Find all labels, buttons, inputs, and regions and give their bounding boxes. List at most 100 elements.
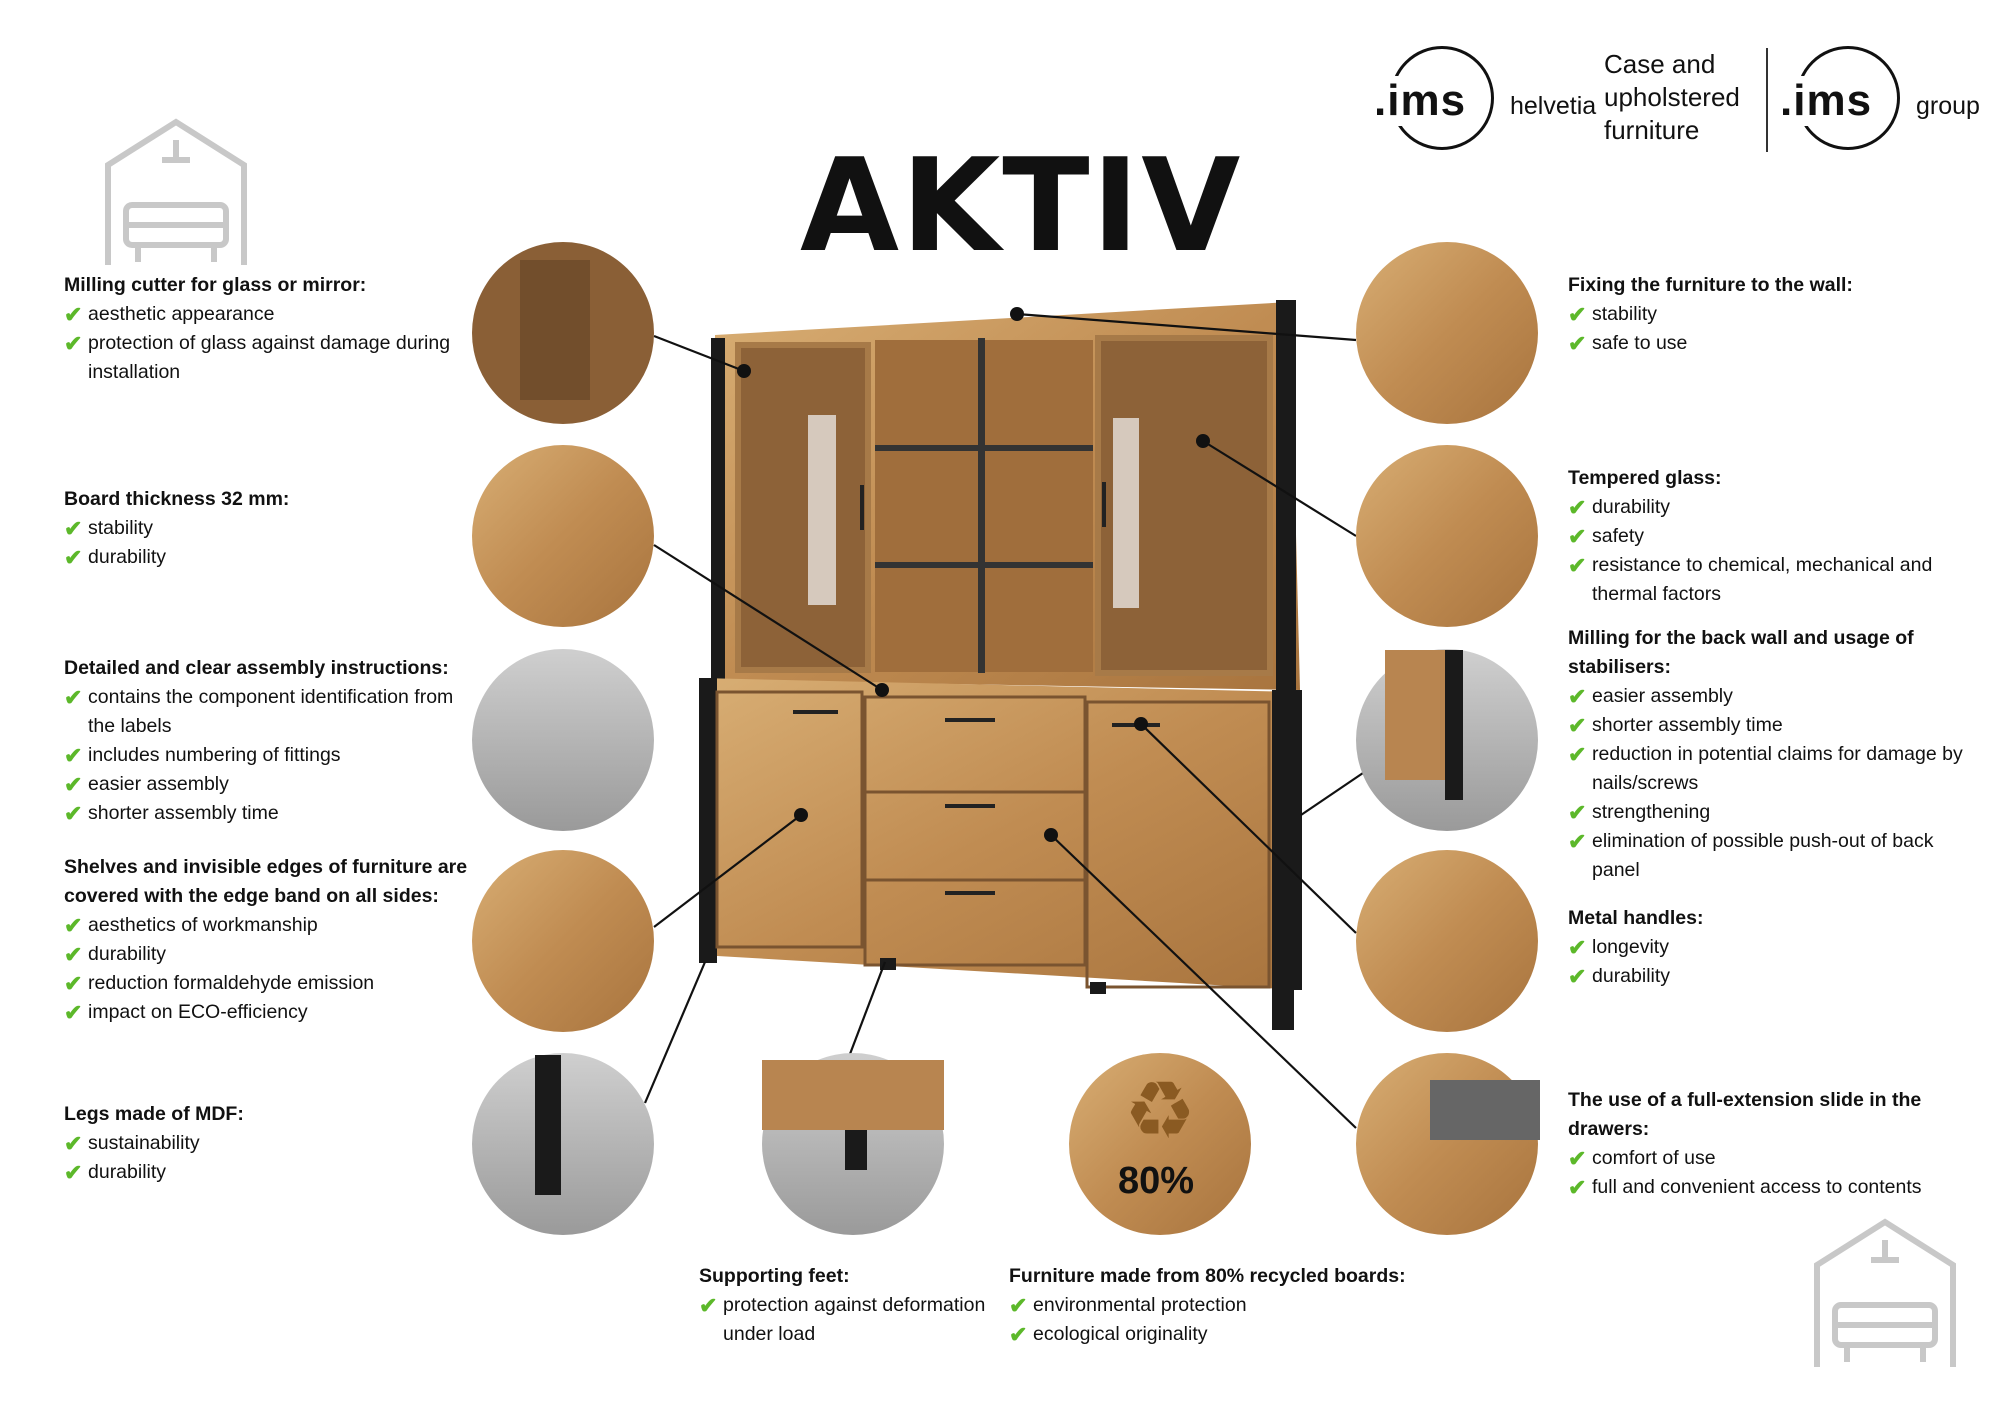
leader-lines: [643, 312, 1364, 1129]
photo-metal-handles: [1356, 850, 1538, 1032]
feature-item: ✔shorter assembly time: [64, 799, 464, 828]
logo-tagline: Case and upholstered furniture: [1604, 48, 1740, 147]
cabinet-illustration: [699, 300, 1302, 1030]
feature-item: ✔reduction formaldehyde emission: [64, 969, 474, 998]
feature-block: Milling cutter for glass or mirror: ✔aest…: [64, 271, 464, 387]
checkmark-icon: ✔: [64, 971, 83, 996]
feature-item: ✔safety: [1568, 522, 1948, 551]
photo-recycled-boards: [1069, 1053, 1251, 1235]
feature-title: Milling cutter for glass or mirror:: [64, 274, 367, 296]
feature-block: Shelves and invisible edges of furniture…: [64, 853, 474, 1027]
feature-item-text: stability: [88, 517, 154, 539]
feature-item-text: full and convenient access to contents: [1592, 1176, 1922, 1198]
feature-list: ✔contains the component identification f…: [64, 683, 464, 828]
logo-mark: .ims: [1372, 76, 1469, 126]
feature-item-text: sustainability: [88, 1132, 200, 1154]
feature-item-text: protection against deformation under loa…: [723, 1294, 986, 1345]
feature-item: ✔durability: [64, 543, 464, 572]
feature-item-text: easier assembly: [88, 773, 229, 795]
feature-title: Fixing the furniture to the wall:: [1568, 274, 1853, 296]
feature-block: Board thickness 32 mm:✔stability✔durabil…: [64, 485, 464, 572]
feature-list: ✔aesthetics of workmanship✔durability✔re…: [64, 911, 474, 1027]
checkmark-icon: ✔: [1009, 1293, 1028, 1318]
feature-block: Milling for the back wall and usage of s…: [1568, 624, 1968, 885]
feature-item-text: safe to use: [1592, 332, 1688, 354]
checkmark-icon: ✔: [1568, 302, 1587, 327]
feature-item: ✔stability: [1568, 300, 1968, 329]
feature-title: The use of a full-extension slide in the…: [1568, 1089, 1922, 1140]
feature-item-text: impact on ECO-efficiency: [88, 1001, 308, 1023]
tagline-line: furniture: [1604, 115, 1700, 145]
feature-list: ✔sustainability✔durability: [64, 1129, 464, 1187]
logo-sub: helvetia: [1510, 92, 1597, 120]
feature-item-text: shorter assembly time: [88, 802, 279, 824]
checkmark-icon: ✔: [1568, 800, 1587, 825]
feature-item-text: environmental protection: [1033, 1294, 1247, 1316]
feature-item-text: longevity: [1592, 936, 1669, 958]
feature-title: Shelves and invisible edges of furniture…: [64, 856, 468, 907]
feature-item-text: durability: [1592, 496, 1671, 518]
feature-item: ✔protection against deformation under lo…: [699, 1291, 1009, 1349]
feature-list: ✔aesthetic appearance✔protection of glas…: [64, 300, 464, 387]
feature-block: Tempered glass:✔durability✔safety✔resist…: [1568, 464, 1948, 609]
checkmark-icon: ✔: [1568, 1146, 1587, 1171]
feature-title: Tempered glass:: [1568, 467, 1722, 489]
logo-mark: .ims: [1778, 76, 1875, 126]
feature-item: ✔durability: [1568, 493, 1948, 522]
recycle-icon: ♻: [1124, 1066, 1196, 1155]
checkmark-icon: ✔: [1009, 1322, 1028, 1347]
checkmark-icon: ✔: [1568, 524, 1587, 549]
feature-title: Furniture made from 80% recycled boards:: [1009, 1265, 1406, 1287]
checkmark-icon: ✔: [64, 1131, 83, 1156]
feature-item: ✔ecological originality: [1009, 1320, 1429, 1349]
feature-item: ✔longevity: [1568, 933, 1968, 962]
feature-item: ✔stability: [64, 514, 464, 543]
feature-item-text: contains the component identification fr…: [88, 686, 454, 737]
photo-tempered-glass: [1356, 445, 1538, 627]
feature-list: ✔easier assembly✔shorter assembly time✔r…: [1568, 682, 1968, 885]
feature-item-text: durability: [1592, 965, 1671, 987]
feature-item: ✔protection of glass against damage duri…: [64, 329, 464, 387]
checkmark-icon: ✔: [64, 685, 83, 710]
feature-item: ✔safe to use: [1568, 329, 1968, 358]
ims-group-logo: .ims group: [1778, 40, 1998, 160]
tagline-line: upholstered: [1604, 82, 1740, 112]
checkmark-icon: ✔: [64, 743, 83, 768]
ims-helvetia-logo: .ims helvetia: [1372, 40, 1596, 160]
feature-item-text: durability: [88, 1161, 167, 1183]
feature-item-text: protection of glass against damage durin…: [88, 332, 451, 383]
feature-item-text: ecological originality: [1033, 1323, 1208, 1345]
feature-item: ✔environmental protection: [1009, 1291, 1429, 1320]
callout-dots: [737, 307, 1210, 842]
feature-item: ✔comfort of use: [1568, 1144, 1968, 1173]
tagline-line: Case and: [1604, 49, 1716, 79]
feature-item-text: reduction in potential claims for damage…: [1592, 743, 1963, 794]
feature-title: Supporting feet:: [699, 1265, 850, 1287]
feature-title: Detailed and clear assembly instructions…: [64, 657, 449, 679]
logo-divider: [1766, 48, 1768, 152]
feature-item: ✔durability: [64, 940, 474, 969]
feature-item-text: safety: [1592, 525, 1645, 547]
feature-item: ✔strengthening: [1568, 798, 1968, 827]
product-title: AKTIV: [800, 132, 1243, 281]
checkmark-icon: ✔: [1568, 331, 1587, 356]
feature-item: ✔sustainability: [64, 1129, 464, 1158]
feature-item-text: durability: [88, 546, 167, 568]
checkmark-icon: ✔: [1568, 935, 1587, 960]
feature-item: ✔durability: [64, 1158, 464, 1187]
checkmark-icon: ✔: [1568, 495, 1587, 520]
feature-item: ✔resistance to chemical, mechanical and …: [1568, 551, 1948, 609]
checkmark-icon: ✔: [64, 772, 83, 797]
feature-item: ✔shorter assembly time: [1568, 711, 1968, 740]
feature-item: ✔impact on ECO-efficiency: [64, 998, 474, 1027]
checkmark-icon: ✔: [1568, 742, 1587, 767]
checkmark-icon: ✔: [64, 516, 83, 541]
feature-list: ✔durability✔safety✔resistance to chemica…: [1568, 493, 1948, 609]
feature-block: Supporting feet: ✔protection against defo…: [699, 1262, 1009, 1349]
feature-block: Furniture made from 80% recycled boards:…: [1009, 1262, 1429, 1349]
feature-list: ✔environmental protection✔ecological ori…: [1009, 1291, 1429, 1349]
checkmark-icon: ✔: [64, 302, 83, 327]
feature-title: Milling for the back wall and usage of s…: [1568, 627, 1914, 678]
house-sofa-icon: [105, 118, 247, 265]
